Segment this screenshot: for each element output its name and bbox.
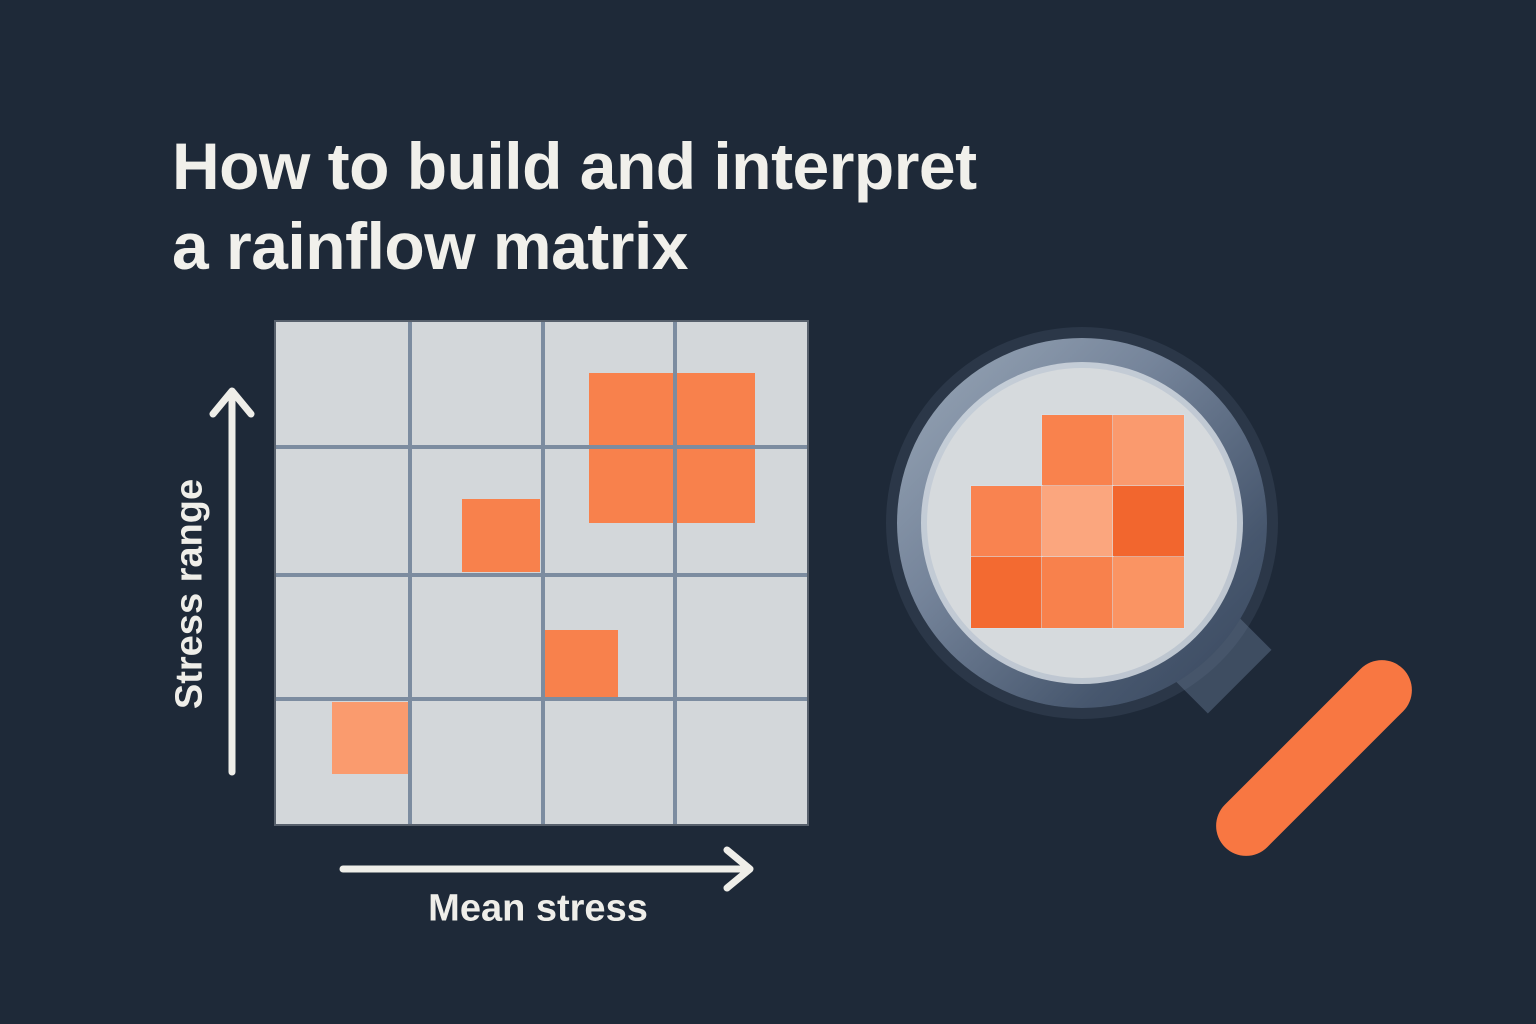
page-title-line1: How to build and interpret <box>172 129 977 204</box>
magnifier-cell-cluster <box>971 415 1184 628</box>
magnifier-cell <box>971 486 1042 557</box>
matrix-cell-mark <box>332 702 408 774</box>
rainflow-matrix-grid <box>276 322 807 824</box>
magnifier-cell <box>971 557 1042 628</box>
magnifier-cell <box>1042 415 1113 486</box>
matrix-gridline-horizontal <box>276 573 807 577</box>
x-axis-label: Mean stress <box>428 887 648 930</box>
magnifier-icon <box>897 338 1425 869</box>
magnifier-cell <box>1042 557 1113 628</box>
page-title-line2: a rainflow matrix <box>172 209 688 284</box>
y-axis-label: Stress range <box>168 478 211 710</box>
matrix-gridline-horizontal <box>276 697 807 701</box>
x-axis-arrow <box>339 846 754 892</box>
matrix-cell-mark <box>545 630 618 698</box>
y-axis-arrow <box>209 387 255 776</box>
magnifier-cell <box>1042 486 1113 557</box>
matrix-cell-mark <box>462 499 540 572</box>
magnifier-cell <box>1113 486 1184 557</box>
magnifier-cell <box>1113 415 1184 486</box>
matrix-gridline-horizontal <box>276 445 807 449</box>
magnifier-cell-empty <box>971 415 1042 486</box>
magnifier-cell <box>1113 557 1184 628</box>
page-title: How to build and interpret a rainflow ma… <box>172 126 977 286</box>
matrix-gridlines <box>276 322 807 824</box>
